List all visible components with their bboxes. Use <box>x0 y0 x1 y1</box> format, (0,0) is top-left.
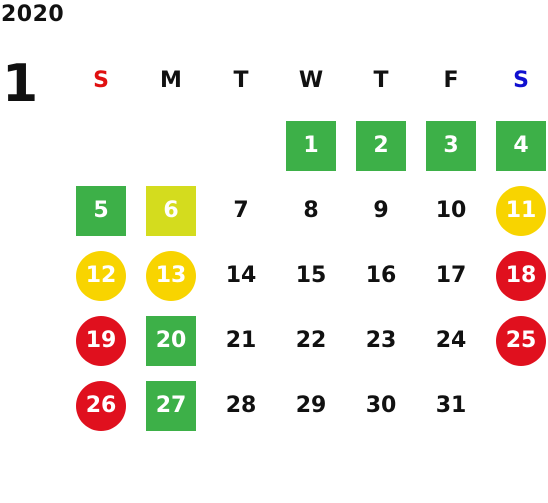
weekday-label: W <box>298 68 324 93</box>
day-cell[interactable]: 19 <box>66 308 136 373</box>
day-number[interactable]: 30 <box>365 393 397 418</box>
day-number[interactable]: 31 <box>435 393 467 418</box>
weekday-cell: T <box>206 48 276 113</box>
day-number[interactable]: 18 <box>496 250 546 301</box>
day-number[interactable]: 6 <box>146 185 196 236</box>
day-number[interactable]: 26 <box>76 380 126 431</box>
day-number[interactable]: 11 <box>496 185 546 236</box>
day-number[interactable]: 13 <box>146 250 196 301</box>
day-cell[interactable]: 30 <box>346 373 416 438</box>
day-cell[interactable]: 15 <box>276 243 346 308</box>
weekday-cell: T <box>346 48 416 113</box>
day-cell[interactable]: 1 <box>276 113 346 178</box>
day-number[interactable]: 23 <box>365 328 397 353</box>
day-number[interactable]: 1 <box>286 120 336 171</box>
day-number[interactable]: 28 <box>225 393 257 418</box>
day-number[interactable]: 12 <box>76 250 126 301</box>
day-cell[interactable]: 27 <box>136 373 206 438</box>
day-number[interactable]: 29 <box>295 393 327 418</box>
day-cell[interactable]: 13 <box>136 243 206 308</box>
day-cell[interactable]: 21 <box>206 308 276 373</box>
day-cell[interactable]: 10 <box>416 178 486 243</box>
weekday-cell: S <box>66 48 136 113</box>
day-number[interactable]: 27 <box>146 380 196 431</box>
day-cell[interactable]: 16 <box>346 243 416 308</box>
day-number[interactable]: 3 <box>426 120 476 171</box>
day-number[interactable]: 15 <box>295 263 327 288</box>
day-cell[interactable]: 7 <box>206 178 276 243</box>
day-cell[interactable]: 5 <box>66 178 136 243</box>
day-number[interactable]: 2 <box>356 120 406 171</box>
day-number[interactable]: 4 <box>496 120 546 171</box>
day-number[interactable]: 7 <box>233 198 249 223</box>
day-number[interactable]: 22 <box>295 328 327 353</box>
day-cell[interactable]: 11 <box>486 178 548 243</box>
weekday-label: F <box>443 68 459 93</box>
day-cell[interactable]: 28 <box>206 373 276 438</box>
day-cell <box>66 113 136 178</box>
day-number[interactable]: 5 <box>76 185 126 236</box>
day-cell[interactable]: 2 <box>346 113 416 178</box>
day-cell[interactable]: 24 <box>416 308 486 373</box>
day-number[interactable]: 8 <box>303 198 319 223</box>
weekday-cell: F <box>416 48 486 113</box>
day-number[interactable]: 25 <box>496 315 546 366</box>
day-number[interactable]: 24 <box>435 328 467 353</box>
day-cell[interactable]: 9 <box>346 178 416 243</box>
day-cell[interactable]: 12 <box>66 243 136 308</box>
day-cell[interactable]: 17 <box>416 243 486 308</box>
day-number[interactable]: 10 <box>435 198 467 223</box>
day-number[interactable]: 16 <box>365 263 397 288</box>
month-number: 1 <box>2 54 39 114</box>
weekday-label: S <box>513 68 529 93</box>
day-cell <box>206 113 276 178</box>
day-cell[interactable]: 31 <box>416 373 486 438</box>
day-cell <box>486 373 548 438</box>
weekday-label: S <box>93 68 109 93</box>
day-cell[interactable]: 4 <box>486 113 548 178</box>
day-cell[interactable]: 6 <box>136 178 206 243</box>
day-cell[interactable]: 26 <box>66 373 136 438</box>
day-cell[interactable]: 22 <box>276 308 346 373</box>
week-row: 19 20 21 22 23 24 25 <box>66 308 548 373</box>
day-cell[interactable]: 29 <box>276 373 346 438</box>
day-number[interactable]: 14 <box>225 263 257 288</box>
weekday-cell: M <box>136 48 206 113</box>
week-row: 12 13 14 15 16 17 18 <box>66 243 548 308</box>
day-cell[interactable]: 14 <box>206 243 276 308</box>
weekday-label: T <box>373 68 389 93</box>
week-row: 26 27 28 29 30 31 <box>66 373 548 438</box>
day-cell <box>136 113 206 178</box>
weekday-cell: W <box>276 48 346 113</box>
day-number[interactable]: 19 <box>76 315 126 366</box>
day-number[interactable]: 21 <box>225 328 257 353</box>
weekday-label: M <box>160 68 182 93</box>
weekday-label: T <box>233 68 249 93</box>
day-cell[interactable]: 23 <box>346 308 416 373</box>
day-number[interactable]: 9 <box>373 198 389 223</box>
day-cell[interactable]: 18 <box>486 243 548 308</box>
day-cell[interactable]: 25 <box>486 308 548 373</box>
year-label: 2020 <box>1 2 65 27</box>
weekday-cell: S <box>486 48 548 113</box>
day-cell[interactable]: 20 <box>136 308 206 373</box>
day-cell[interactable]: 8 <box>276 178 346 243</box>
day-cell[interactable]: 3 <box>416 113 486 178</box>
day-number[interactable]: 17 <box>435 263 467 288</box>
day-number[interactable]: 20 <box>146 315 196 366</box>
